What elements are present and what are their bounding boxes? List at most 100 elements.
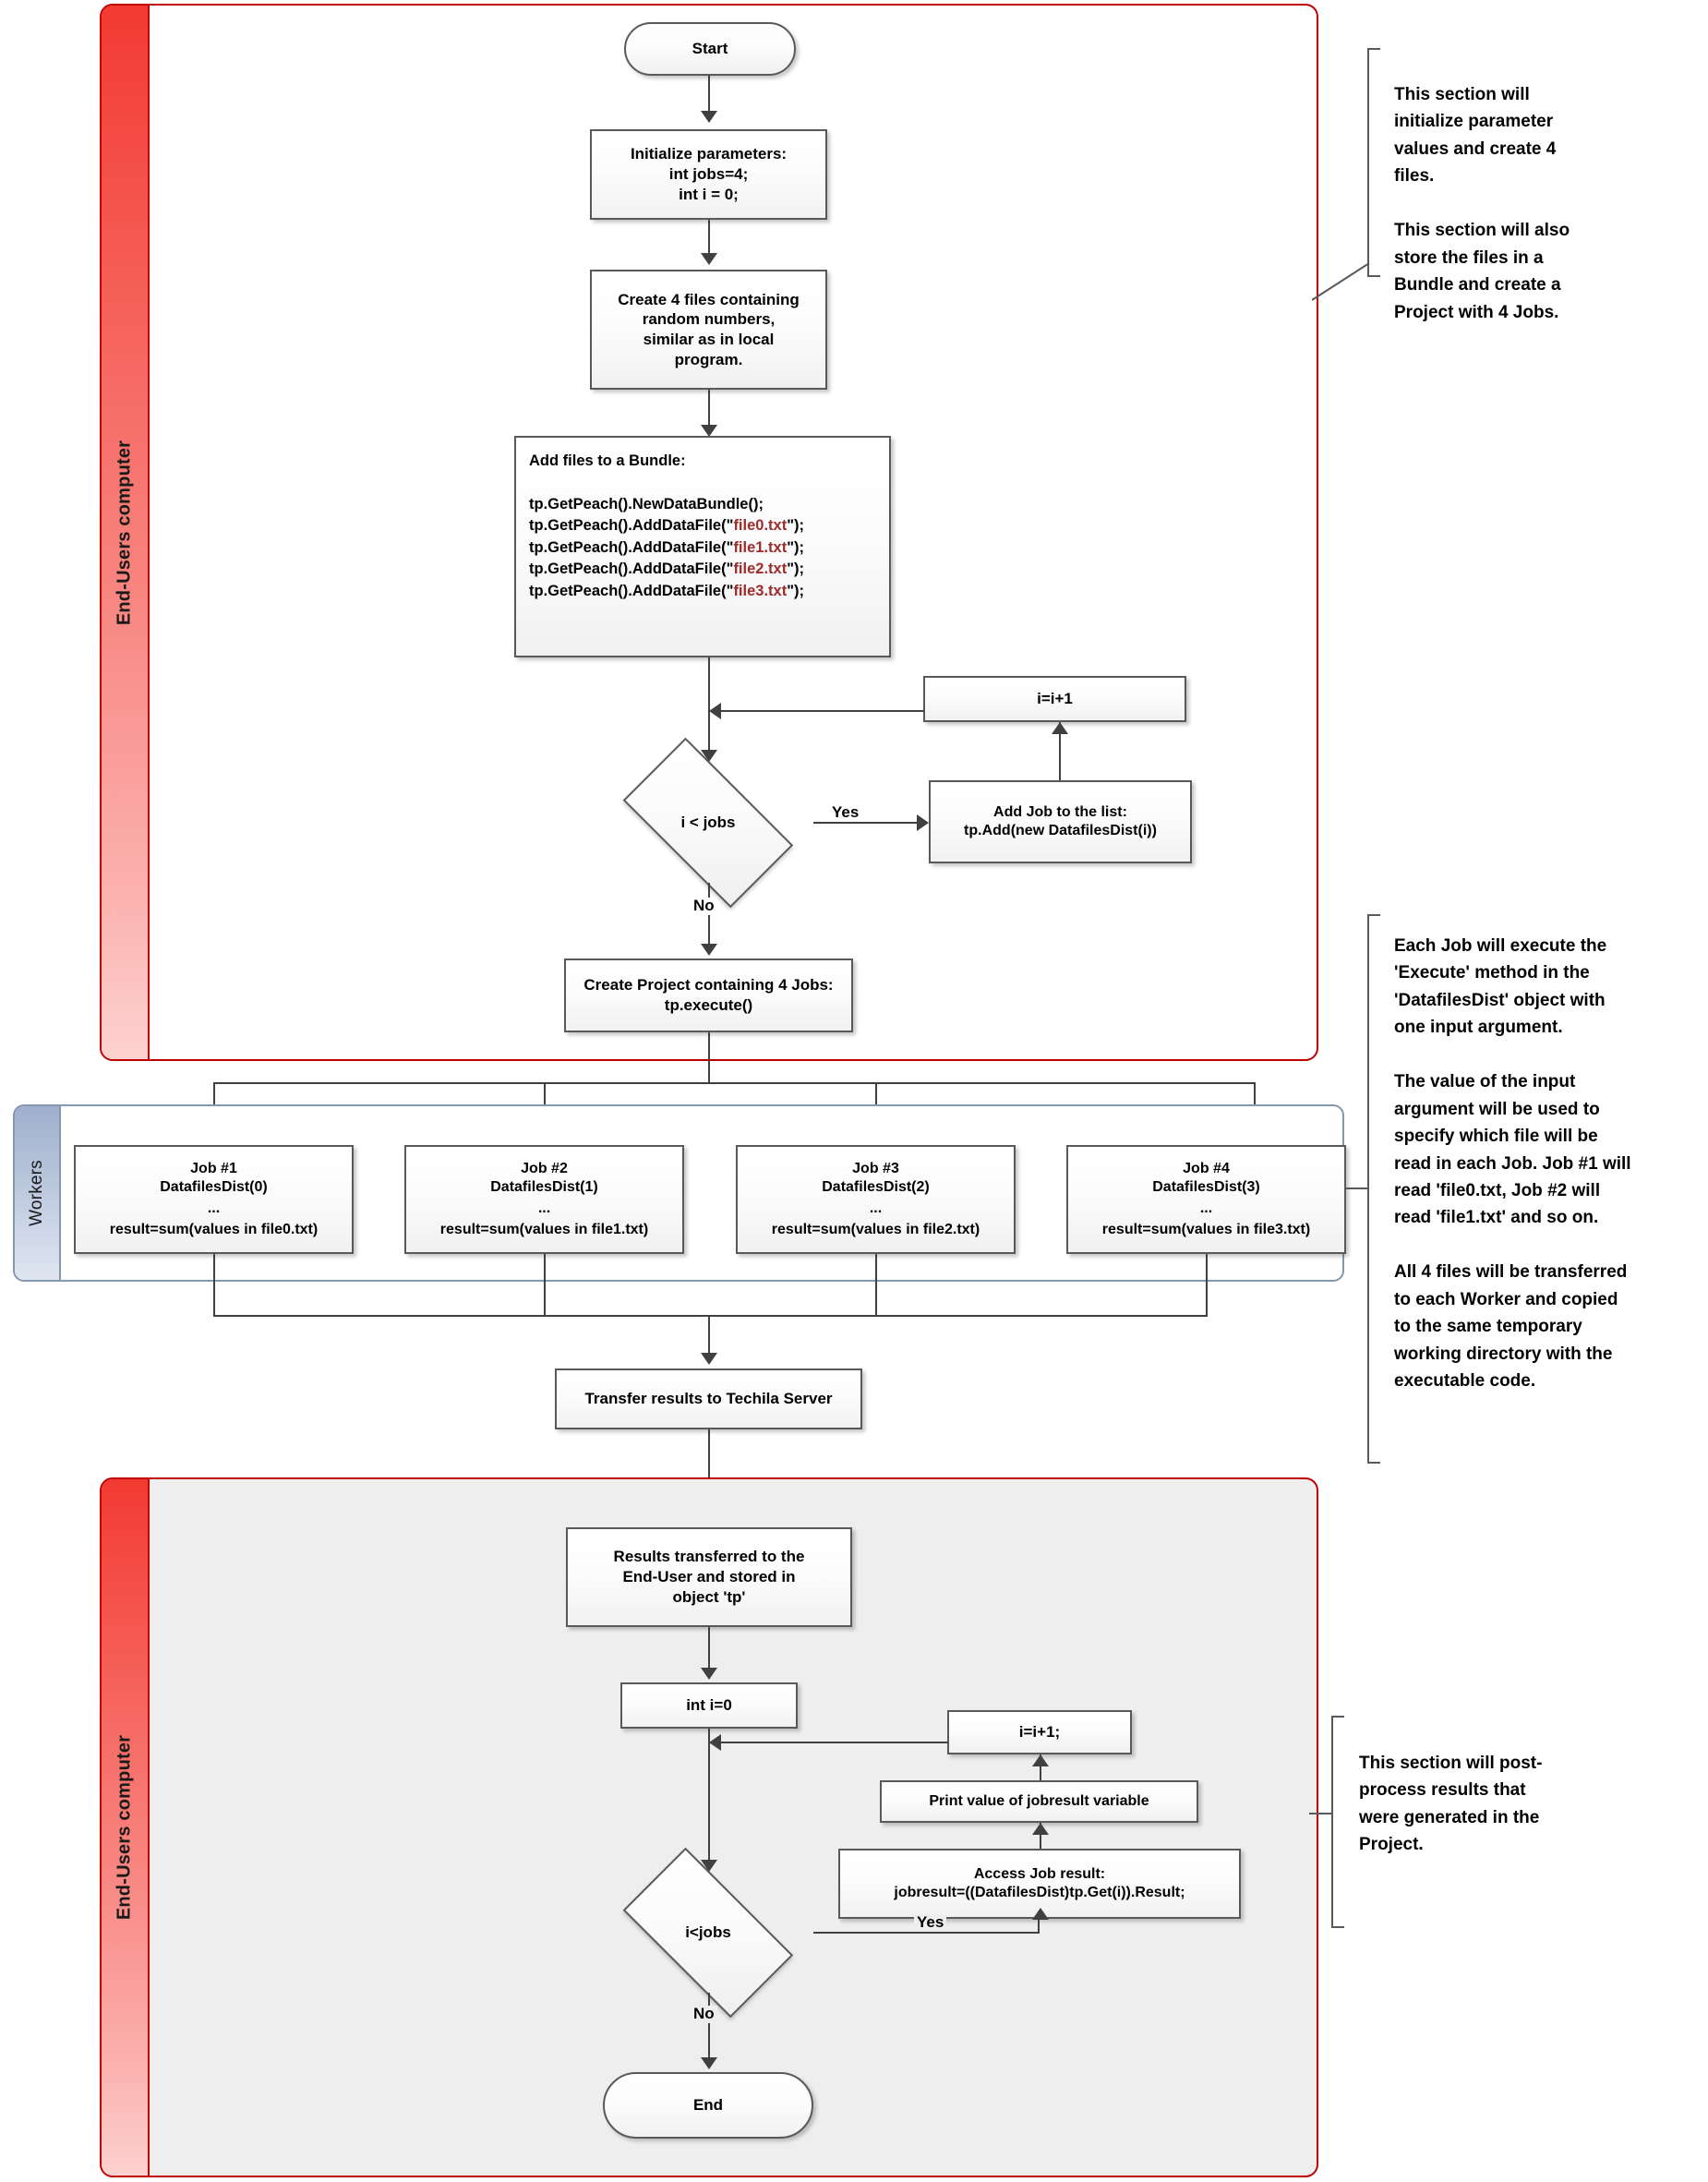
node-bundle-title: Add files to a Bundle:	[529, 452, 686, 469]
node-initialize-parameters: Initialize parameters: int jobs=4; int i…	[590, 129, 827, 220]
job-3-result: result=sum(values in file2.txt)	[771, 1222, 980, 1238]
job-3-dots: ...	[869, 1200, 883, 1217]
job-1-subtitle: DatafilesDist(0)	[160, 1178, 268, 1195]
arrow-fanin-to-transfer	[701, 1353, 717, 1365]
node-increment-top-label: i=i+1	[1037, 690, 1073, 708]
node-create-files: Create 4 files containing random numbers…	[590, 270, 827, 390]
annotation-text-2: Each Job will execute the 'Execute' meth…	[1394, 936, 1631, 1391]
job-4-subtitle: DatafilesDist(3)	[1152, 1178, 1260, 1195]
busin-rise-job2	[544, 1254, 546, 1317]
job-2-dots: ...	[537, 1200, 551, 1217]
edge-label-no-top: No	[691, 897, 717, 915]
edge-createfiles-to-bundle	[708, 390, 710, 428]
node-bundle-code-line-1: tp.GetPeach().NewDataBundle();	[529, 494, 804, 515]
bundle-line-suffix: ");	[787, 538, 805, 556]
edge-spine-to-decision-bottom	[708, 1742, 710, 1865]
job-2-title: Job #2	[521, 1160, 568, 1176]
edge-print-to-increment-bottom	[1040, 1754, 1041, 1780]
edge-fanin-to-transfer	[708, 1315, 710, 1357]
node-bundle-code-line-5: tp.GetPeach().AddDataFile("file3.txt");	[529, 581, 804, 602]
lane-header-bottom: End-Users computer	[102, 1479, 150, 2176]
node-bundle-code-lines: tp.GetPeach().NewDataBundle();tp.GetPeac…	[529, 494, 804, 602]
edge-label-yes-bottom: Yes	[914, 1913, 947, 1932]
job-2-subtitle: DatafilesDist(1)	[490, 1178, 598, 1195]
arrow-addjob-to-increment	[1052, 722, 1068, 734]
arrow-start-to-init	[701, 111, 717, 123]
node-bundle-content: Add files to a Bundle: tp.GetPeach().New…	[529, 451, 804, 602]
node-start-label: Start	[692, 40, 728, 58]
annotation-leader-2	[1344, 1187, 1368, 1189]
node-create-project: Create Project containing 4 Jobs: tp.exe…	[564, 958, 853, 1032]
edge-bundle-down	[708, 657, 710, 718]
node-access-job-result-label: Access Job result: jobresult=((Datafiles…	[894, 1865, 1185, 1900]
node-results-transferred: Results transferred to the End-User and …	[566, 1527, 852, 1627]
node-bundle-code-line-3: tp.GetPeach().AddDataFile("file1.txt");	[529, 537, 804, 559]
edge-transfer-to-results	[708, 1429, 710, 1522]
annotation-brace-3	[1331, 1716, 1344, 1928]
job-1-title: Job #1	[190, 1160, 237, 1176]
node-print-jobresult-label: Print value of jobresult variable	[929, 1792, 1149, 1809]
bundle-line-prefix: tp.GetPeach().AddDataFile("	[529, 582, 734, 599]
job-box-1: Job #1 DatafilesDist(0) ... result=sum(v…	[74, 1145, 354, 1254]
node-bundle-code-line-2: tp.GetPeach().AddDataFile("file0.txt");	[529, 515, 804, 536]
node-end-label: End	[692, 2096, 724, 2115]
edge-access-to-print	[1040, 1823, 1041, 1849]
job-box-3: Job #3 DatafilesDist(2) ... result=sum(v…	[736, 1145, 1016, 1254]
job-3-title: Job #3	[852, 1160, 899, 1176]
node-create-files-label: Create 4 files containing random numbers…	[618, 290, 800, 368]
node-end: End	[603, 2072, 813, 2139]
lane-header-workers: Workers	[15, 1106, 61, 1280]
node-results-transferred-label: Results transferred to the End-User and …	[613, 1548, 805, 1606]
node-increment-bottom-label: i=i+1;	[1018, 1723, 1061, 1742]
busin-rise-job1	[213, 1254, 215, 1317]
arrow-createfiles-to-bundle	[701, 425, 717, 437]
bundle-line-filename: file3.txt	[733, 582, 788, 599]
node-access-job-result: Access Job result: jobresult=((Datafiles…	[838, 1849, 1241, 1919]
annotation-text-3: This section will post- process results …	[1359, 1754, 1543, 1855]
arrow-results-to-inti	[701, 1668, 717, 1680]
arrow-increment-to-spine	[709, 703, 721, 719]
edge-decision-bottom-yes	[813, 1932, 1040, 1934]
lane-label-bottom: End-Users computer	[114, 1734, 135, 1921]
job-3-subtitle: DatafilesDist(2)	[822, 1178, 930, 1195]
bundle-line-suffix: ");	[787, 517, 805, 535]
job-box-4: Job #4 DatafilesDist(3) ... result=sum(v…	[1066, 1145, 1346, 1254]
arrow-access-to-print	[1032, 1823, 1049, 1835]
node-decision-i-lt-jobs-top: i < jobs	[603, 737, 813, 909]
bundle-line-filename: file1.txt	[733, 538, 788, 556]
edge-increment-bottom-to-spine	[721, 1742, 948, 1743]
edge-decision-top-yes	[813, 822, 920, 824]
annotation-leader-3	[1309, 1813, 1333, 1814]
node-bundle-spacer	[529, 472, 804, 493]
bus-fanout	[213, 1082, 1256, 1084]
bundle-line-suffix: ");	[787, 582, 805, 599]
node-transfer-results: Transfer results to Techila Server	[555, 1368, 862, 1429]
annotation-text-1: This section will initialize parameter v…	[1394, 85, 1570, 322]
bus-fanin	[213, 1315, 1208, 1317]
edge-init-to-createfiles	[708, 220, 710, 257]
annotation-brace-1	[1367, 48, 1380, 277]
annotation-brace-2	[1367, 914, 1380, 1464]
bundle-line-suffix: ");	[787, 561, 805, 578]
bundle-line-prefix: tp.GetPeach().AddDataFile("	[529, 561, 734, 578]
node-int-i-zero: int i=0	[620, 1682, 798, 1729]
lane-header-top: End-Users computer	[102, 6, 150, 1059]
arrow-decision-bottom-no	[701, 2057, 717, 2069]
arrow-decision-bottom-yes	[1032, 1908, 1049, 1920]
arrow-init-to-createfiles	[701, 253, 717, 265]
job-4-title: Job #4	[1183, 1160, 1230, 1176]
edge-increment-to-spine	[721, 710, 924, 712]
bundle-line-filename: file2.txt	[733, 561, 788, 578]
lane-label-workers: Workers	[27, 1160, 46, 1226]
edge-label-no-bottom: No	[691, 2005, 717, 2023]
job-4-result: result=sum(values in file3.txt)	[1101, 1222, 1311, 1238]
edge-addjob-to-increment	[1059, 722, 1061, 780]
job-2-result: result=sum(values in file1.txt)	[439, 1222, 649, 1238]
node-add-job-label: Add Job to the list: tp.Add(new Datafile…	[964, 803, 1157, 838]
arrow-decision-top-no	[701, 944, 717, 956]
bundle-line-prefix: tp.GetPeach().AddDataFile("	[529, 538, 734, 556]
job-1-dots: ...	[207, 1200, 221, 1217]
lane-label-top: End-Users computer	[114, 440, 135, 625]
arrow-print-to-increment-bottom	[1032, 1754, 1049, 1766]
